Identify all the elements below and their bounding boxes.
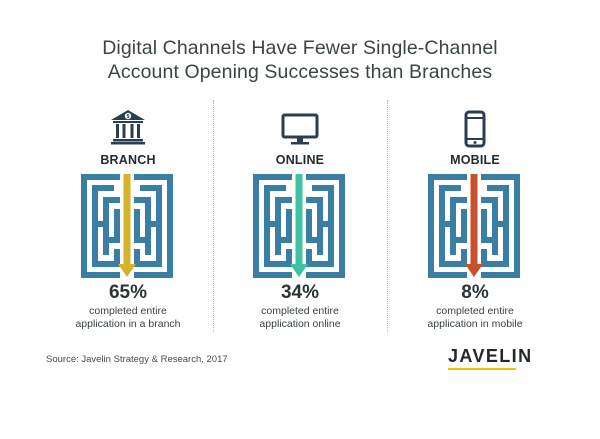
arrow-head-branch (118, 264, 136, 277)
source-note: Source: Javelin Strategy & Research, 201… (46, 354, 228, 365)
channel-label-mobile: MOBILE (450, 153, 500, 167)
bank-icon: $ (111, 110, 145, 145)
arrow-shaft-mobile (470, 174, 478, 266)
chart-title: Digital Channels Have Fewer Single-Chann… (0, 36, 600, 84)
description-line-1: completed entire (261, 305, 339, 317)
maze-graphic-online (253, 174, 345, 278)
column-divider-right (387, 100, 388, 332)
description-line-2: application in mobile (427, 318, 523, 330)
value-label-branch: 65% (108, 282, 148, 303)
monitor-icon (281, 113, 319, 145)
description-line-1: completed entire (89, 305, 167, 317)
arrow-shaft-online (295, 174, 303, 266)
arrow-shaft-branch (123, 174, 131, 266)
arrow-head-mobile (465, 264, 483, 277)
channel-label-branch: BRANCH (100, 153, 156, 167)
column-divider-left (213, 100, 214, 332)
channel-description-branch: completed entire application in a branch (43, 305, 213, 331)
description-line-2: application in a branch (75, 318, 181, 330)
value-label-online: 34% (280, 282, 320, 303)
channel-label-online: ONLINE (275, 153, 325, 167)
channel-description-online: completed entire application online (215, 305, 385, 331)
channel-description-mobile: completed entire application in mobile (390, 305, 560, 331)
svg-text:$: $ (127, 114, 130, 120)
brand-logo: JAVELIN (448, 346, 533, 366)
chart-title-line-2: Account Opening Successes than Branches (107, 61, 493, 83)
value-label-mobile: 8% (461, 282, 489, 303)
description-line-2: application online (259, 318, 341, 330)
arrow-head-online (290, 264, 308, 277)
brand-underline (448, 368, 516, 370)
chart-title-line-1: Digital Channels Have Fewer Single-Chann… (102, 37, 498, 59)
maze-graphic-branch (81, 174, 173, 278)
smartphone-icon (464, 110, 486, 148)
maze-graphic-mobile (428, 174, 520, 278)
description-line-1: completed entire (436, 305, 514, 317)
